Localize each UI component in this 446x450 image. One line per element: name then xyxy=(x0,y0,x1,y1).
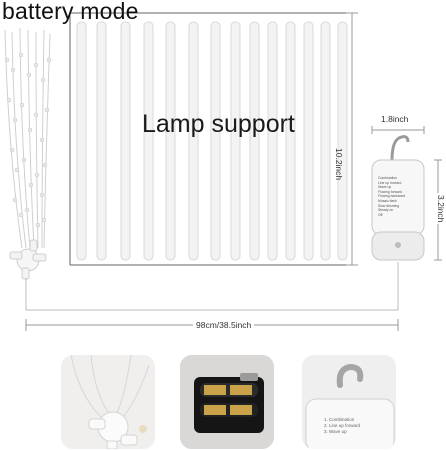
height-dimension-label: 10.2inch xyxy=(334,148,344,181)
mode-line: Off xyxy=(378,212,383,217)
led-strands xyxy=(4,27,51,249)
mode-line: Steady on xyxy=(378,208,394,213)
mode-line: Line up forward xyxy=(378,180,402,185)
thumbnail-battery-holder xyxy=(180,355,274,449)
connector-photo xyxy=(61,355,155,449)
battery-box-mode-list: Combination Line up forward Wave up Flow… xyxy=(378,176,422,217)
tube-group xyxy=(76,21,348,261)
box-height-label: 3.2inch xyxy=(436,193,446,225)
battery-box xyxy=(371,135,425,261)
diagram-drawing xyxy=(4,12,442,331)
photo-mode-line: 2. Line up forward xyxy=(324,423,361,428)
mode-line: Combination xyxy=(378,176,398,180)
lamp-support-label: Lamp support xyxy=(142,110,295,138)
width-dimension-label: 98cm/38.5inch xyxy=(193,320,255,330)
mode-line: Wave up xyxy=(378,185,392,190)
mode-line: Mosaic flash xyxy=(378,198,397,203)
battery-box-photo-text: 1. Combination 2. Line up forward 3. Wav… xyxy=(324,417,360,435)
thumbnail-battery-box: 1. Combination 2. Line up forward 3. Wav… xyxy=(302,355,396,449)
box-width-label: 1.8inch xyxy=(381,114,409,124)
photo-mode-line: 1. Combination xyxy=(324,417,355,422)
battery-holder-photo xyxy=(180,355,274,449)
product-diagram: battery mode Lamp support 10.2inch 98cm/… xyxy=(2,0,446,331)
thumbnail-connector xyxy=(61,355,155,449)
led-beads xyxy=(4,52,52,228)
battery-box-photo xyxy=(302,355,396,449)
mode-line: Flowing forward xyxy=(378,189,402,194)
page-title: battery mode xyxy=(2,0,139,24)
connector-hub xyxy=(9,239,47,280)
photo-mode-line: 3. Wave up xyxy=(324,429,347,434)
mode-line: Slow dimming xyxy=(378,203,400,208)
mode-line: Flowing backward xyxy=(378,194,406,199)
